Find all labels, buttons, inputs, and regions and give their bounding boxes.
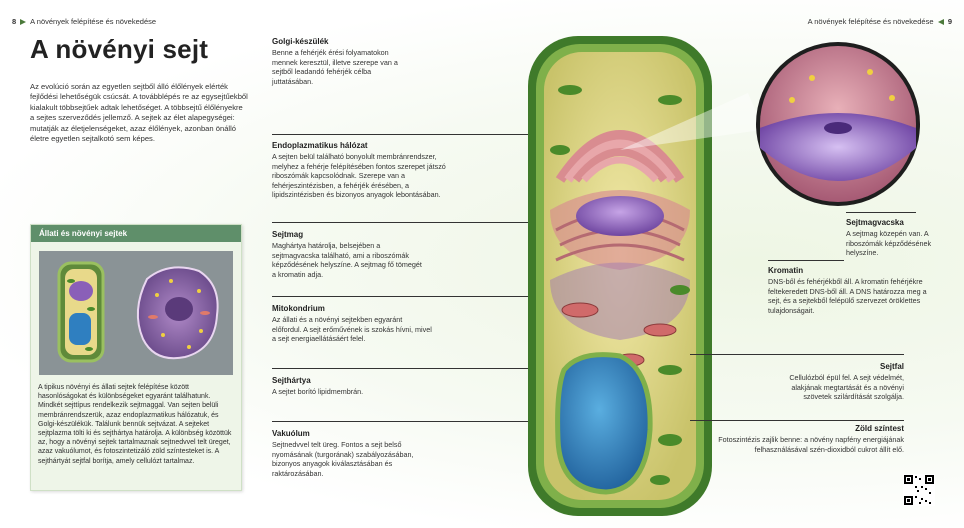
- label-er-title: Endoplazmatikus hálózat: [272, 141, 368, 150]
- label-chloroplast-title: Zöld színtest: [855, 424, 904, 433]
- page-title: A növényi sejt: [30, 34, 209, 64]
- label-er-text: A sejten belül található bonyolult membr…: [272, 152, 446, 199]
- label-mitochondrion: Mitokondrium Az állati és a növényi sejt…: [272, 304, 462, 344]
- box-text: A tipikus növényi és állati sejtek felép…: [38, 384, 232, 465]
- label-cell-wall: Sejtfal Cellulózból épül fel. A sejt véd…: [764, 362, 904, 402]
- label-membrane-text: A sejtet borító lipidmembrán.: [272, 387, 364, 396]
- leader-line-chloroplast: [690, 420, 904, 421]
- label-chromatin: Kromatin DNS-ből és fehérjékből áll. A k…: [768, 266, 928, 315]
- label-nucleolus: Sejtmagvacska A sejtmag közepén van. A r…: [846, 218, 946, 258]
- label-cell-wall-title: Sejtfal: [879, 362, 904, 371]
- label-vacuole: Vakuólum Sejtnedvvel telt üreg. Fontos a…: [272, 429, 462, 478]
- plant-cell-illustration: [528, 36, 712, 516]
- box-title: Állati és növényi sejtek: [31, 225, 241, 242]
- leader-line-mitochondrion: [272, 368, 567, 369]
- leader-line-chromatin: [768, 260, 844, 261]
- animal-plant-cells-box: Állati és növényi sejtek: [30, 224, 242, 491]
- chloroplasts: [550, 85, 690, 485]
- triangle-left-icon: [937, 19, 944, 26]
- plant-cell-thumbnail: [57, 261, 105, 363]
- label-nucleolus-text: A sejtmag közepén van. A riboszómák képz…: [846, 229, 932, 257]
- label-membrane-title: Sejthártya: [272, 376, 311, 385]
- label-nucleus-text: Maghártya határolja, belsejében a sejtma…: [272, 241, 422, 279]
- label-chloroplast: Zöld színtest Fotoszintézis zajlik benne…: [700, 424, 904, 454]
- leader-line-cell-wall: [690, 354, 904, 355]
- leader-line-nucleus: [272, 296, 557, 297]
- label-golgi-text: Benne a fehérjék érési folyamatokon menn…: [272, 48, 398, 86]
- label-nucleus-title: Sejtmag: [272, 230, 304, 239]
- label-chromatin-title: Kromatin: [768, 266, 804, 275]
- page-number-left: 8: [12, 17, 17, 26]
- running-head-right: A növények felépítése és növekedése 9: [808, 17, 952, 26]
- running-head-left: 8 A növények felépítése és növekedése: [12, 17, 156, 26]
- label-golgi: Golgi-készülék Benne a fehérjék érési fo…: [272, 37, 462, 86]
- triangle-right-icon: [20, 19, 27, 26]
- label-golgi-title: Golgi-készülék: [272, 37, 329, 46]
- running-title-right: A növények felépítése és növekedése: [807, 17, 934, 26]
- label-cell-wall-text: Cellulózból épül fel. A sejt védelmét, a…: [789, 373, 904, 401]
- intro-paragraph: Az evolúció során az egyetlen sejtből ál…: [30, 82, 248, 144]
- golgi-apparatus: [555, 130, 685, 183]
- qr-code-icon[interactable]: [903, 474, 935, 506]
- comparison-image: [39, 251, 233, 375]
- running-title-left: A növények felépítése és növekedése: [30, 17, 157, 26]
- leader-line-er: [272, 222, 567, 223]
- label-vacuole-title: Vakuólum: [272, 429, 310, 438]
- label-chromatin-text: DNS-ből és fehérjékből áll. A kromatin f…: [768, 277, 927, 315]
- animal-cell-thumbnail: [136, 266, 219, 360]
- label-nucleus: Sejtmag Maghártya határolja, belsejében …: [272, 230, 462, 279]
- label-mitochondrion-text: Az állati és a növényi sejtekben egyarán…: [272, 315, 432, 343]
- label-chloroplast-text: Fotoszintézis zajlik benne: a növény nap…: [718, 435, 904, 454]
- leader-line-golgi: [272, 134, 572, 135]
- nucleus: [576, 196, 664, 236]
- label-mitochondrion-title: Mitokondrium: [272, 304, 325, 313]
- label-membrane: Sejthártya A sejtet borító lipidmembrán.: [272, 376, 462, 397]
- leader-line-membrane: [272, 421, 542, 422]
- label-vacuole-text: Sejtnedvvel telt üreg. Fontos a sejt bel…: [272, 440, 414, 478]
- page-number-right: 9: [947, 17, 952, 26]
- leader-line-nucleolus: [846, 212, 916, 213]
- label-nucleolus-title: Sejtmagvacska: [846, 218, 904, 227]
- nucleus-zoom-illustration: [756, 42, 920, 206]
- label-er: Endoplazmatikus hálózat A sejten belül t…: [272, 141, 462, 200]
- vacuole: [555, 352, 653, 495]
